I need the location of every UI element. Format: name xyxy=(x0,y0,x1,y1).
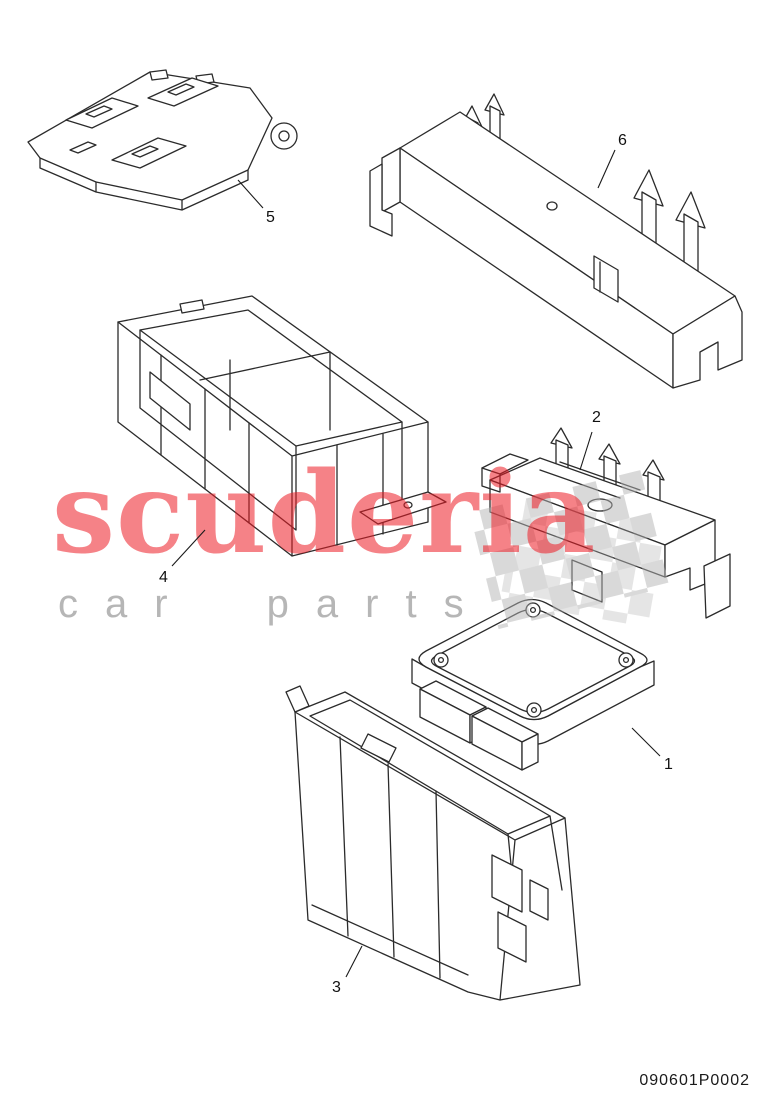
part-5-drawing xyxy=(28,70,297,210)
part-6-drawing xyxy=(370,94,742,388)
part-3-drawing xyxy=(286,686,580,1000)
callout-label-4: 4 xyxy=(159,569,168,586)
leader-line-part5 xyxy=(237,179,264,209)
leader-line-part1 xyxy=(631,727,661,757)
callout-label-3: 3 xyxy=(332,979,341,996)
leader-line-part2 xyxy=(579,431,593,471)
leader-line-part3 xyxy=(345,945,363,978)
callout-label-5: 5 xyxy=(266,209,275,226)
leader-line-part6 xyxy=(597,149,616,189)
part-4-drawing xyxy=(118,296,446,556)
callout-label-6: 6 xyxy=(618,132,627,149)
leader-line-part4 xyxy=(171,529,206,567)
document-number: 090601P0002 xyxy=(639,1072,750,1089)
callout-label-1: 1 xyxy=(664,756,673,773)
callout-label-2: 2 xyxy=(592,409,601,426)
